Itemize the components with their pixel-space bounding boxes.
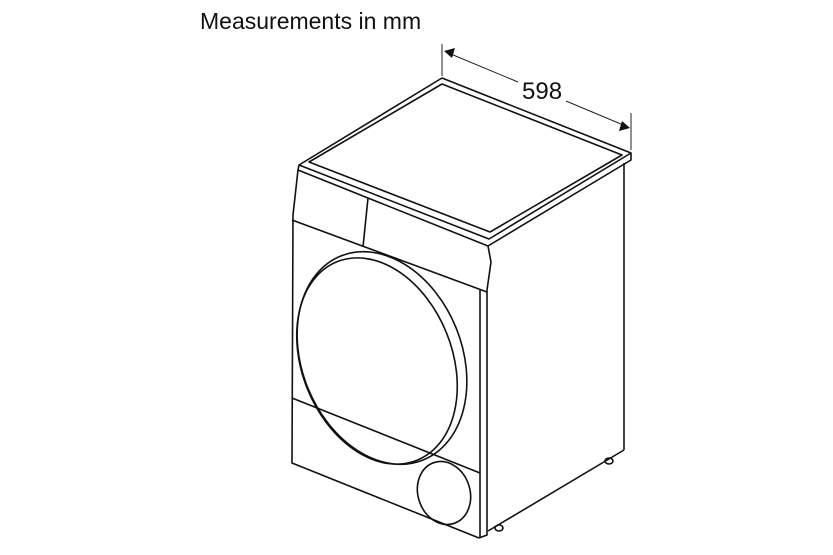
diagram-title: Measurements in mm bbox=[200, 8, 422, 34]
front-left-bottom-edge bbox=[291, 169, 480, 539]
foot-front bbox=[494, 524, 504, 532]
top-outer bbox=[298, 77, 632, 240]
door-glass bbox=[295, 257, 459, 465]
top-inner bbox=[308, 83, 623, 233]
condenser-hatch bbox=[416, 460, 472, 526]
dimension-line-right bbox=[565, 100, 629, 128]
dryer-side bbox=[487, 163, 625, 532]
width-dimension-label: 598 bbox=[522, 78, 562, 105]
width-dimension: 598 bbox=[441, 44, 632, 150]
arrowhead-right bbox=[619, 121, 630, 131]
top-rim bbox=[297, 153, 632, 247]
dryer-top bbox=[297, 77, 632, 247]
side-bottom-edge bbox=[487, 449, 625, 532]
dimension-line-left bbox=[445, 51, 519, 83]
plinth-line bbox=[291, 397, 481, 474]
arrowhead-left bbox=[444, 48, 455, 58]
door bbox=[295, 250, 468, 466]
display-divider bbox=[362, 197, 369, 248]
dryer-front bbox=[291, 169, 492, 539]
front-right-edge bbox=[478, 245, 492, 539]
foot-right bbox=[604, 457, 614, 465]
door-outer-ring bbox=[296, 250, 468, 466]
